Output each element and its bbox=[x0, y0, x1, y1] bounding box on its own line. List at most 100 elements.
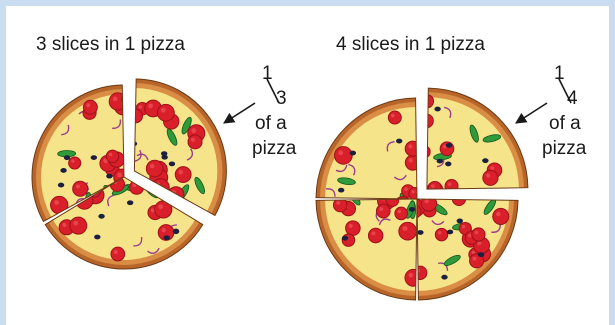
olive bbox=[161, 151, 167, 156]
pepperoni-shine bbox=[422, 117, 426, 121]
right-fraction-denominator: 4 bbox=[567, 88, 578, 109]
pepperoni bbox=[368, 228, 383, 243]
pepperoni bbox=[420, 95, 433, 108]
pepperoni bbox=[168, 187, 184, 203]
olive bbox=[98, 214, 104, 219]
pepperoni-shine bbox=[409, 273, 414, 278]
pepperoni bbox=[409, 187, 421, 199]
onion bbox=[160, 188, 164, 200]
left-fraction-denominator: 3 bbox=[276, 88, 287, 109]
right-title: 4 slices in 1 pizza bbox=[336, 34, 485, 55]
pepperoni bbox=[69, 157, 81, 169]
pepperoni bbox=[122, 93, 134, 105]
pepperoni-shine bbox=[162, 228, 166, 232]
left-group: 3 slices in 1 pizza 1 3 of a pizza bbox=[32, 34, 297, 269]
left-fraction-label: 1 3 of a pizza bbox=[252, 63, 297, 159]
pepperoni-shine bbox=[404, 187, 408, 191]
olive bbox=[94, 235, 100, 240]
pepperoni-shine bbox=[422, 149, 426, 153]
pepperoni-shine bbox=[62, 223, 66, 227]
pepperoni-shine bbox=[409, 158, 413, 162]
pepperoni bbox=[395, 207, 408, 220]
pepperoni-shine bbox=[411, 190, 414, 193]
pepperoni-shine bbox=[338, 150, 343, 155]
pepperoni-shine bbox=[179, 202, 183, 206]
olive bbox=[457, 218, 463, 223]
pepperoni bbox=[445, 180, 458, 193]
pepperoni-shine bbox=[438, 231, 441, 234]
pepperoni bbox=[405, 155, 420, 170]
olive bbox=[350, 151, 356, 156]
pepperoni-shine bbox=[455, 195, 459, 199]
olive bbox=[447, 230, 453, 235]
olive bbox=[441, 275, 447, 280]
right-pizza bbox=[316, 88, 528, 300]
pepperoni-shine bbox=[398, 210, 402, 214]
pepperoni bbox=[175, 167, 191, 183]
pepperoni-shine bbox=[462, 225, 465, 228]
pepperoni-shine bbox=[473, 257, 477, 261]
pepperoni-shine bbox=[431, 184, 435, 188]
olive bbox=[148, 183, 154, 188]
pepperoni-shine bbox=[117, 173, 122, 178]
pepperoni bbox=[452, 192, 465, 205]
pepperoni-shine bbox=[403, 226, 408, 231]
pepperoni bbox=[146, 160, 163, 177]
olive bbox=[64, 155, 70, 160]
pepperoni-shine bbox=[114, 250, 118, 254]
pepperoni bbox=[155, 201, 172, 218]
pepperoni-shine bbox=[150, 164, 155, 169]
pepperoni bbox=[335, 147, 353, 165]
olive bbox=[482, 158, 488, 163]
olive bbox=[342, 236, 348, 241]
pepperoni bbox=[70, 217, 87, 234]
pepperoni bbox=[399, 222, 417, 240]
pepperoni-shine bbox=[71, 159, 74, 162]
pepperoni-shine bbox=[490, 166, 494, 170]
right-fraction-label: 1 4 of a pizza bbox=[542, 63, 587, 159]
olive bbox=[131, 141, 137, 146]
pepperoni-shine bbox=[336, 201, 340, 205]
right-caption-line1: of a bbox=[549, 113, 581, 134]
pepperoni-shine bbox=[423, 97, 427, 101]
left-caption-line2: pizza bbox=[252, 138, 297, 159]
pepperoni bbox=[376, 204, 390, 218]
pepperoni bbox=[346, 221, 361, 236]
pepperoni bbox=[111, 247, 125, 261]
pepperoni-shine bbox=[455, 191, 459, 195]
olive bbox=[478, 252, 484, 257]
pepperoni bbox=[152, 179, 169, 196]
left-arrow-icon bbox=[224, 103, 255, 123]
pepperoni bbox=[188, 135, 202, 149]
pepperoni bbox=[493, 208, 509, 224]
pepperoni-shine bbox=[124, 123, 128, 127]
pepperoni-shine bbox=[76, 184, 80, 188]
right-caption-line2: pizza bbox=[542, 138, 587, 159]
pepperoni-shine bbox=[54, 200, 59, 205]
pepperoni bbox=[73, 181, 88, 196]
olive bbox=[173, 229, 179, 234]
right-arrow-icon bbox=[516, 103, 547, 123]
pepperoni-shine bbox=[486, 173, 490, 177]
olive bbox=[163, 235, 169, 240]
olive bbox=[396, 139, 402, 144]
pepperoni bbox=[109, 93, 126, 110]
olive bbox=[446, 143, 452, 148]
olive bbox=[417, 230, 423, 235]
pepperoni-shine bbox=[109, 153, 112, 156]
pepperoni-shine bbox=[408, 144, 412, 148]
olive bbox=[409, 207, 415, 212]
pepperoni-shine bbox=[191, 128, 196, 133]
pepperoni bbox=[435, 228, 447, 240]
pepperoni bbox=[428, 181, 441, 194]
pepperoni-shine bbox=[349, 224, 353, 228]
olive bbox=[58, 183, 64, 188]
olive bbox=[91, 155, 97, 160]
pepperoni-shine bbox=[127, 120, 132, 125]
pepperoni bbox=[157, 104, 174, 121]
pepperoni bbox=[472, 228, 485, 241]
pepperoni bbox=[405, 141, 420, 156]
olive bbox=[60, 168, 66, 173]
olive bbox=[127, 200, 133, 205]
